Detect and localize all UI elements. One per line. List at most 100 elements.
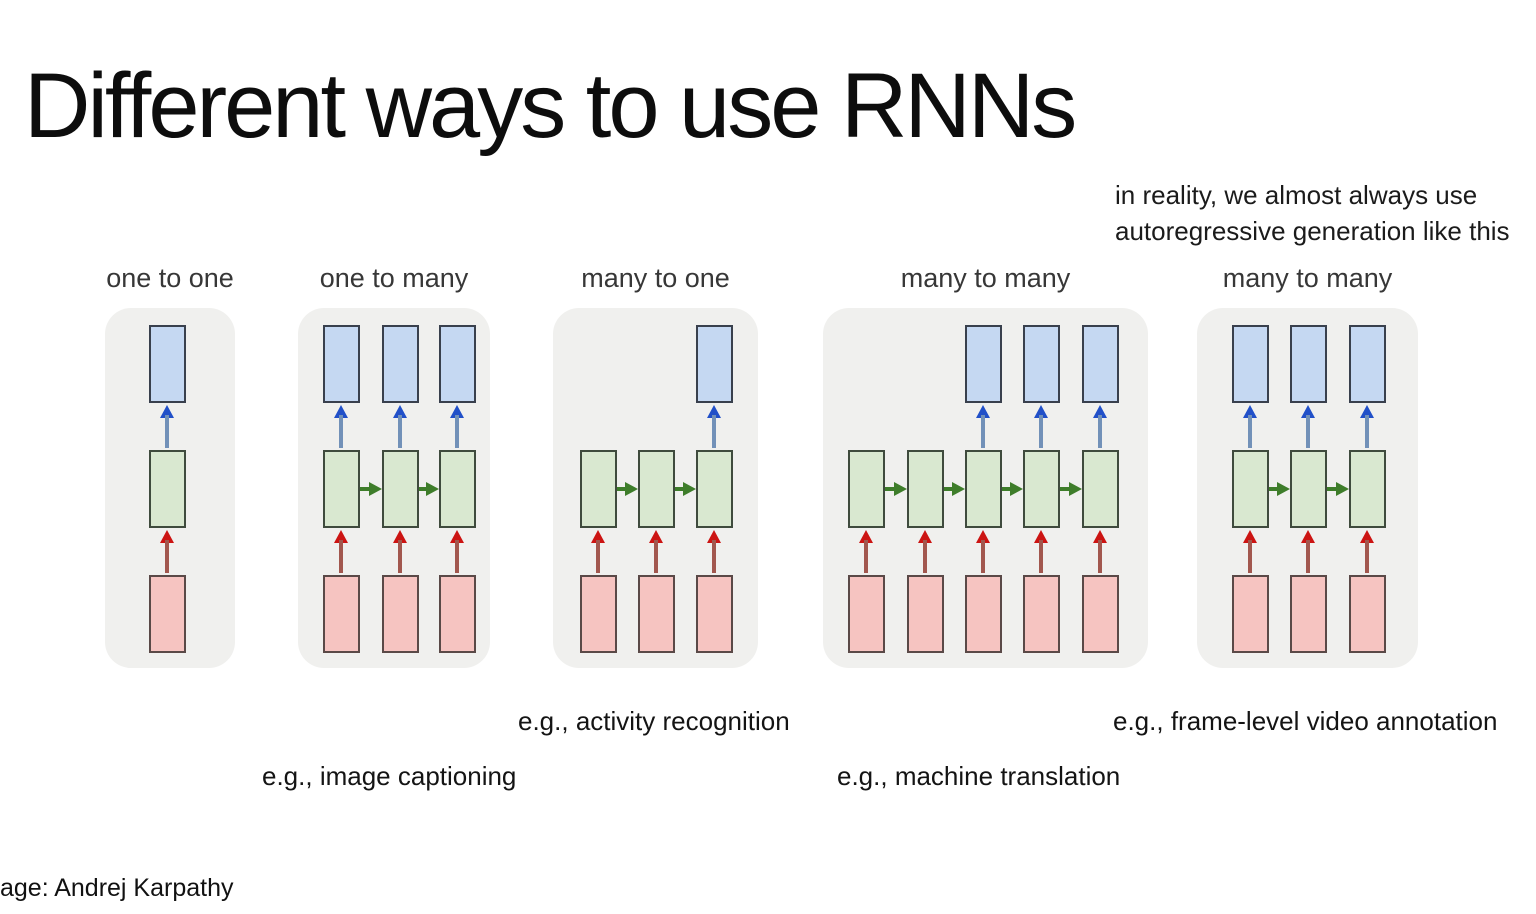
up-arrow-shaft bbox=[981, 415, 985, 448]
output-box bbox=[1348, 325, 1386, 403]
hidden-state-box bbox=[1022, 450, 1060, 528]
input-box bbox=[381, 575, 419, 653]
diagram-panel-label: one to many bbox=[319, 263, 469, 293]
right-arrow-icon bbox=[893, 482, 907, 496]
right-arrow-shaft bbox=[616, 487, 626, 491]
right-arrow-icon bbox=[1335, 482, 1349, 496]
up-arrow-icon bbox=[160, 405, 174, 418]
slide-title: Different ways to use RNNs bbox=[24, 55, 1077, 157]
hidden-state-box bbox=[438, 450, 476, 528]
right-arrow-shaft bbox=[1326, 487, 1337, 491]
output-box bbox=[1081, 325, 1119, 403]
hidden-state-box bbox=[1289, 450, 1327, 528]
hidden-state-box bbox=[637, 450, 675, 528]
up-arrow-icon bbox=[976, 405, 990, 418]
up-arrow-icon bbox=[334, 405, 348, 418]
right-arrow-shaft bbox=[359, 487, 370, 491]
up-arrow-icon bbox=[393, 530, 407, 543]
right-arrow-shaft bbox=[1059, 487, 1070, 491]
output-box bbox=[1231, 325, 1269, 403]
up-arrow-shaft bbox=[1306, 540, 1310, 573]
up-arrow-icon bbox=[918, 530, 932, 543]
right-arrow-icon bbox=[951, 482, 965, 496]
right-arrow-icon bbox=[624, 482, 638, 496]
up-arrow-icon bbox=[859, 530, 873, 543]
up-arrow-icon bbox=[1243, 530, 1257, 543]
caption-machine-translation: e.g., machine translation bbox=[837, 761, 1121, 791]
caption-frame-level-video-annotation: e.g., frame-level video annotation bbox=[1113, 706, 1498, 736]
up-arrow-shaft bbox=[165, 415, 169, 448]
up-arrow-icon bbox=[1034, 405, 1048, 418]
up-arrow-shaft bbox=[654, 540, 658, 573]
hidden-state-box bbox=[1081, 450, 1119, 528]
diagram-panel-label: many to many bbox=[1222, 263, 1393, 293]
input-box bbox=[906, 575, 944, 653]
up-arrow-icon bbox=[1360, 405, 1374, 418]
up-arrow-shaft bbox=[398, 415, 402, 448]
up-arrow-icon bbox=[707, 405, 721, 418]
hidden-state-box bbox=[695, 450, 733, 528]
hidden-state-box bbox=[579, 450, 617, 528]
input-box bbox=[148, 575, 186, 653]
up-arrow-shaft bbox=[864, 540, 868, 573]
up-arrow-icon bbox=[1301, 530, 1315, 543]
up-arrow-shaft bbox=[712, 415, 716, 448]
up-arrow-icon bbox=[976, 530, 990, 543]
hidden-state-box bbox=[322, 450, 360, 528]
right-arrow-icon bbox=[1276, 482, 1290, 496]
up-arrow-icon bbox=[160, 530, 174, 543]
up-arrow-icon bbox=[393, 405, 407, 418]
up-arrow-shaft bbox=[981, 540, 985, 573]
note-line-2: autoregressive generation like this bbox=[1115, 216, 1510, 246]
right-arrow-icon bbox=[1009, 482, 1023, 496]
hidden-state-box bbox=[381, 450, 419, 528]
up-arrow-shaft bbox=[398, 540, 402, 573]
output-box bbox=[438, 325, 476, 403]
right-arrow-icon bbox=[368, 482, 382, 496]
diagram-panel-label: one to one bbox=[106, 263, 234, 293]
up-arrow-icon bbox=[1360, 530, 1374, 543]
output-box bbox=[695, 325, 733, 403]
up-arrow-shaft bbox=[1039, 540, 1043, 573]
up-arrow-icon bbox=[591, 530, 605, 543]
input-box bbox=[438, 575, 476, 653]
right-arrow-shaft bbox=[1001, 487, 1011, 491]
up-arrow-shaft bbox=[455, 540, 459, 573]
up-arrow-shaft bbox=[923, 540, 927, 573]
up-arrow-shaft bbox=[455, 415, 459, 448]
up-arrow-shaft bbox=[165, 540, 169, 573]
input-box bbox=[1289, 575, 1327, 653]
right-arrow-shaft bbox=[884, 487, 895, 491]
up-arrow-icon bbox=[450, 405, 464, 418]
diagram-panel-label: many to one bbox=[581, 263, 730, 293]
hidden-state-box bbox=[964, 450, 1002, 528]
output-box bbox=[1289, 325, 1327, 403]
up-arrow-shaft bbox=[339, 415, 343, 448]
autoregressive-note: in reality, we almost always use autoreg… bbox=[1115, 177, 1536, 249]
hidden-state-box bbox=[1348, 450, 1386, 528]
up-arrow-icon bbox=[450, 530, 464, 543]
output-box bbox=[964, 325, 1002, 403]
output-box bbox=[148, 325, 186, 403]
input-box bbox=[695, 575, 733, 653]
up-arrow-icon bbox=[334, 530, 348, 543]
output-box bbox=[1022, 325, 1060, 403]
image-credit: age: Andrej Karpathy bbox=[0, 874, 234, 902]
input-box bbox=[637, 575, 675, 653]
right-arrow-shaft bbox=[674, 487, 684, 491]
input-box bbox=[1022, 575, 1060, 653]
output-box bbox=[322, 325, 360, 403]
input-box bbox=[964, 575, 1002, 653]
up-arrow-shaft bbox=[712, 540, 716, 573]
right-arrow-icon bbox=[1068, 482, 1082, 496]
right-arrow-shaft bbox=[418, 487, 427, 491]
note-line-1: in reality, we almost always use bbox=[1115, 180, 1478, 210]
input-box bbox=[322, 575, 360, 653]
output-box bbox=[381, 325, 419, 403]
up-arrow-shaft bbox=[1039, 415, 1043, 448]
up-arrow-shaft bbox=[1365, 540, 1369, 573]
up-arrow-icon bbox=[1301, 405, 1315, 418]
caption-image-captioning: e.g., image captioning bbox=[262, 761, 517, 791]
diagram-panel-label: many to many bbox=[900, 263, 1071, 293]
